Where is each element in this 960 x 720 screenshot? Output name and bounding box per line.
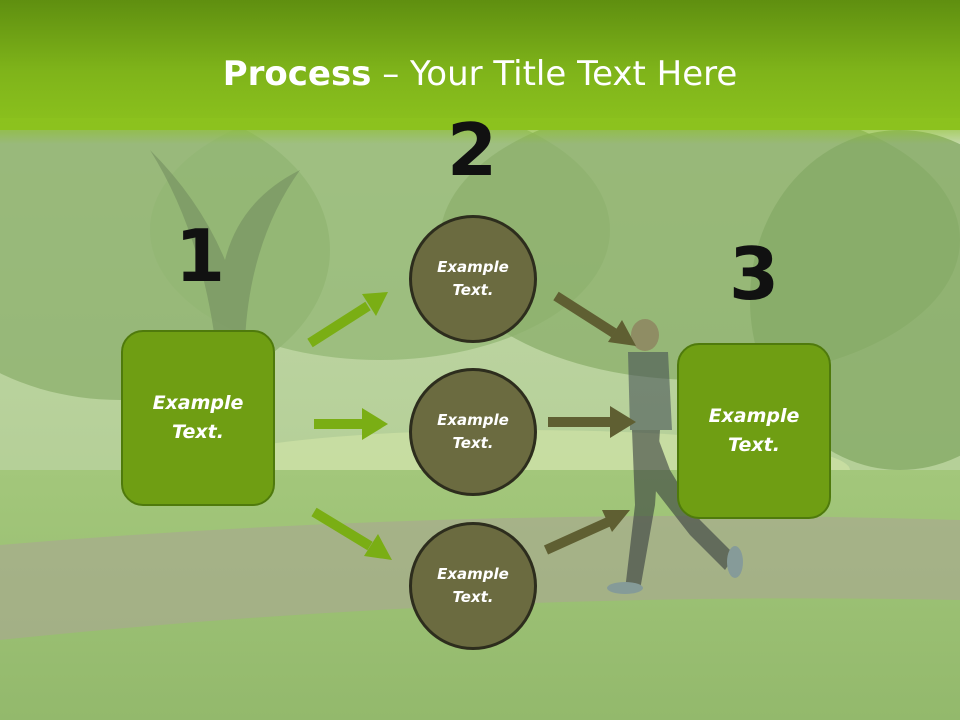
step-2-circle-bottom-text: Example Text. — [437, 565, 509, 606]
step-number-2: 2 — [446, 108, 498, 192]
step-2-circle-middle: Example Text. — [409, 368, 537, 496]
arrow-bottom-to-3 — [543, 510, 630, 555]
arrow-middle-to-3 — [548, 406, 636, 438]
step-2-circle-middle-text: Example Text. — [437, 411, 509, 452]
step-1-box: Example Text. — [121, 330, 275, 506]
slide-title: Process – Your Title Text Here — [0, 52, 960, 96]
arrow-1-to-middle — [314, 408, 388, 440]
step-2-circle-top: Example Text. — [409, 215, 537, 343]
arrow-1-to-bottom — [311, 507, 392, 560]
step-number-1: 1 — [174, 214, 226, 298]
step-2-circle-top-text: Example Text. — [437, 258, 509, 299]
slide-title-bold: Process — [222, 54, 372, 94]
title-banner-fade — [0, 118, 960, 144]
step-3-box: Example Text. — [677, 343, 831, 519]
step-number-3: 3 — [728, 232, 780, 316]
arrow-1-to-top — [307, 292, 388, 348]
step-3-text: Example Text. — [708, 405, 800, 456]
slide-title-rest: – Your Title Text Here — [371, 54, 738, 94]
step-2-circle-bottom: Example Text. — [409, 522, 537, 650]
step-1-text: Example Text. — [152, 392, 244, 443]
arrow-top-to-3 — [553, 291, 636, 346]
title-banner — [0, 0, 960, 130]
